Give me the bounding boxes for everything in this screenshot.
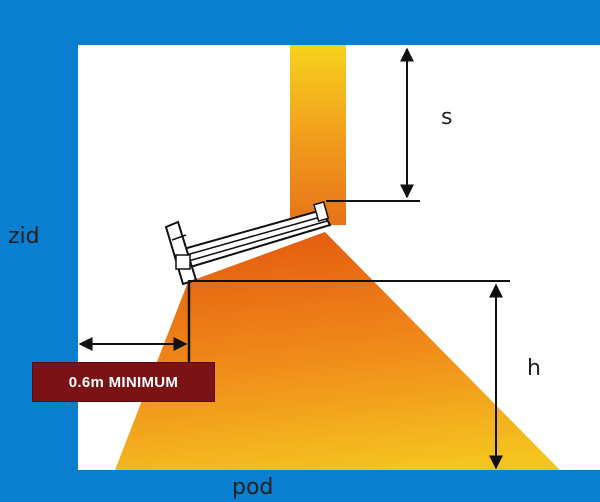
floor-band (0, 470, 600, 502)
wall-band (0, 0, 78, 502)
floor-heat-cone (115, 232, 560, 470)
wall-label: zid (8, 224, 40, 249)
mount-height-label: h (527, 356, 541, 381)
minimum-distance-badge: 0.6m MINIMUM (32, 362, 215, 402)
ceiling-heat-column (290, 45, 346, 225)
floor-label: pod (232, 475, 274, 500)
ceiling-distance-label: s (441, 105, 453, 130)
ceiling-band (0, 0, 600, 45)
